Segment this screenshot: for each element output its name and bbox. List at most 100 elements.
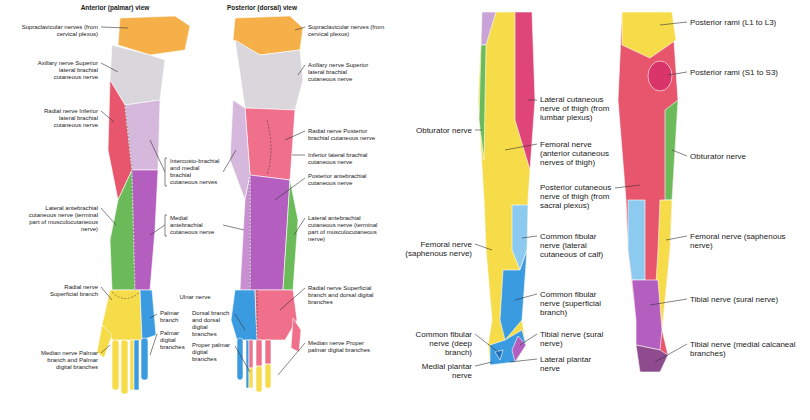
dermatome-region xyxy=(256,366,262,392)
nerve-label: Proper palmar digital branches xyxy=(192,342,232,363)
leader-line xyxy=(510,359,537,362)
dermatome-region xyxy=(140,290,156,340)
nerve-label: Palmar digital branches xyxy=(160,330,188,351)
dermatome-region xyxy=(125,100,160,170)
dermatome-region xyxy=(240,175,250,290)
leader-line xyxy=(292,155,305,156)
view-heading: Anterior (palmar) view xyxy=(70,4,160,11)
nerve-label: Axillary nerve Superior lateral brachial… xyxy=(36,60,98,81)
nerve-label: Posterior rami (S1 to S3) xyxy=(690,68,802,77)
leader-line xyxy=(615,185,640,188)
nerve-label: Tibial nerve (medial calcaneal branches) xyxy=(690,340,802,358)
leader-line xyxy=(295,27,305,30)
leader-line xyxy=(165,158,167,186)
leader-line xyxy=(475,22,687,366)
leader-line xyxy=(672,150,687,156)
leader-line xyxy=(223,150,236,172)
nerve-label: Intercosto-brachial and medial brachial … xyxy=(170,158,220,186)
dermatome-region xyxy=(632,280,662,350)
nerve-label: Tibial nerve (sural nerve) xyxy=(540,330,612,348)
dermatome-region xyxy=(283,180,298,290)
nerve-label: Radial nerve Posterior brachial cutaneou… xyxy=(308,128,378,142)
leader-line xyxy=(666,236,687,240)
leader-line xyxy=(235,346,250,372)
dermatome-region xyxy=(134,340,139,390)
nerve-label: Axillary nerve Superior lateral brachial… xyxy=(308,62,370,83)
leader-line xyxy=(101,63,118,72)
dermatome-region xyxy=(490,330,526,365)
leader-line xyxy=(235,314,245,330)
nerve-label: Ulnar nerve xyxy=(165,294,225,301)
nerve-label: Posterior rami (L1 to L3) xyxy=(690,18,802,27)
leader-line xyxy=(505,144,537,150)
nerve-label: Common fibular nerve (superficial branch… xyxy=(540,290,612,318)
dermatome-region xyxy=(231,290,257,340)
nerve-label: Supraclavicular nerves (from cervical pl… xyxy=(18,24,98,38)
dermatome-region xyxy=(479,45,486,160)
dermatome-region xyxy=(665,100,678,200)
leader-line xyxy=(223,225,244,230)
dermatome-region xyxy=(141,338,148,380)
leader-line xyxy=(101,27,128,28)
leader-line xyxy=(475,334,498,352)
dermatome-region xyxy=(256,340,262,366)
view-heading: Posterior (dorsal) view xyxy=(217,4,307,11)
leader-line xyxy=(150,140,165,172)
dermatome-region xyxy=(121,340,128,394)
leader-line xyxy=(515,294,537,300)
dermatome-region xyxy=(97,325,112,358)
nerve-label: Dorsal branch and dorsal digital branche… xyxy=(192,310,232,338)
leader-line xyxy=(285,131,305,140)
dermatome-region xyxy=(512,336,526,362)
leader-line xyxy=(475,362,492,366)
dermatome-region xyxy=(235,40,303,110)
dashed-border xyxy=(257,290,258,340)
leader-line xyxy=(475,130,482,131)
dermatome-region xyxy=(112,340,119,390)
dermatome-region xyxy=(265,340,271,364)
nerve-label: Lateral antebrachial cutaneous nerve (te… xyxy=(28,205,98,233)
leader-line xyxy=(650,299,687,305)
dermatome-region xyxy=(245,108,295,180)
leader-line xyxy=(280,288,305,310)
posterior-leg xyxy=(618,12,678,372)
anterior-arm xyxy=(97,16,190,394)
dermatome-region xyxy=(130,340,134,390)
dermatome-region xyxy=(265,364,271,388)
leader-line xyxy=(150,225,165,235)
nerve-label: Posterior cutaneous nerve of thigh (from… xyxy=(540,183,612,211)
anterior-leg xyxy=(478,12,535,365)
dermatome-region xyxy=(110,170,135,290)
nerve-label: Lateral cutaneous nerve of thigh (from l… xyxy=(540,95,612,123)
posterior-arm xyxy=(230,16,303,392)
leader-line xyxy=(528,100,537,101)
dermatome-region xyxy=(478,12,535,365)
leader-line xyxy=(275,178,305,200)
dermatome-region xyxy=(291,318,301,352)
leader-line xyxy=(520,334,537,345)
dashed-border xyxy=(250,120,271,340)
leader-line xyxy=(101,345,110,353)
leader-line xyxy=(278,343,305,375)
dashed-border xyxy=(125,105,132,170)
dermatome-region xyxy=(237,338,243,380)
nerve-label: Obturator nerve xyxy=(402,126,472,135)
dermatome-region xyxy=(249,340,253,368)
dermatome-region xyxy=(636,345,668,372)
dermatome-region xyxy=(246,340,249,388)
dermatome-region xyxy=(622,12,676,58)
nerve-label: Lateral plantar nerve xyxy=(540,355,612,373)
nerve-label: Femoral nerve (anterior cutaneous nerves… xyxy=(540,140,612,168)
nerve-label: Medial plantar nerve xyxy=(400,362,472,380)
leader-line xyxy=(101,208,116,225)
leader-line xyxy=(668,72,687,75)
dermatome-region xyxy=(132,170,158,290)
dermatome-region xyxy=(481,12,496,45)
nerve-label: Palmar branch xyxy=(160,310,188,324)
dermatome-region xyxy=(628,200,645,280)
leader-line xyxy=(660,22,687,25)
dermatome-region xyxy=(500,250,527,340)
leader-line xyxy=(298,65,305,75)
